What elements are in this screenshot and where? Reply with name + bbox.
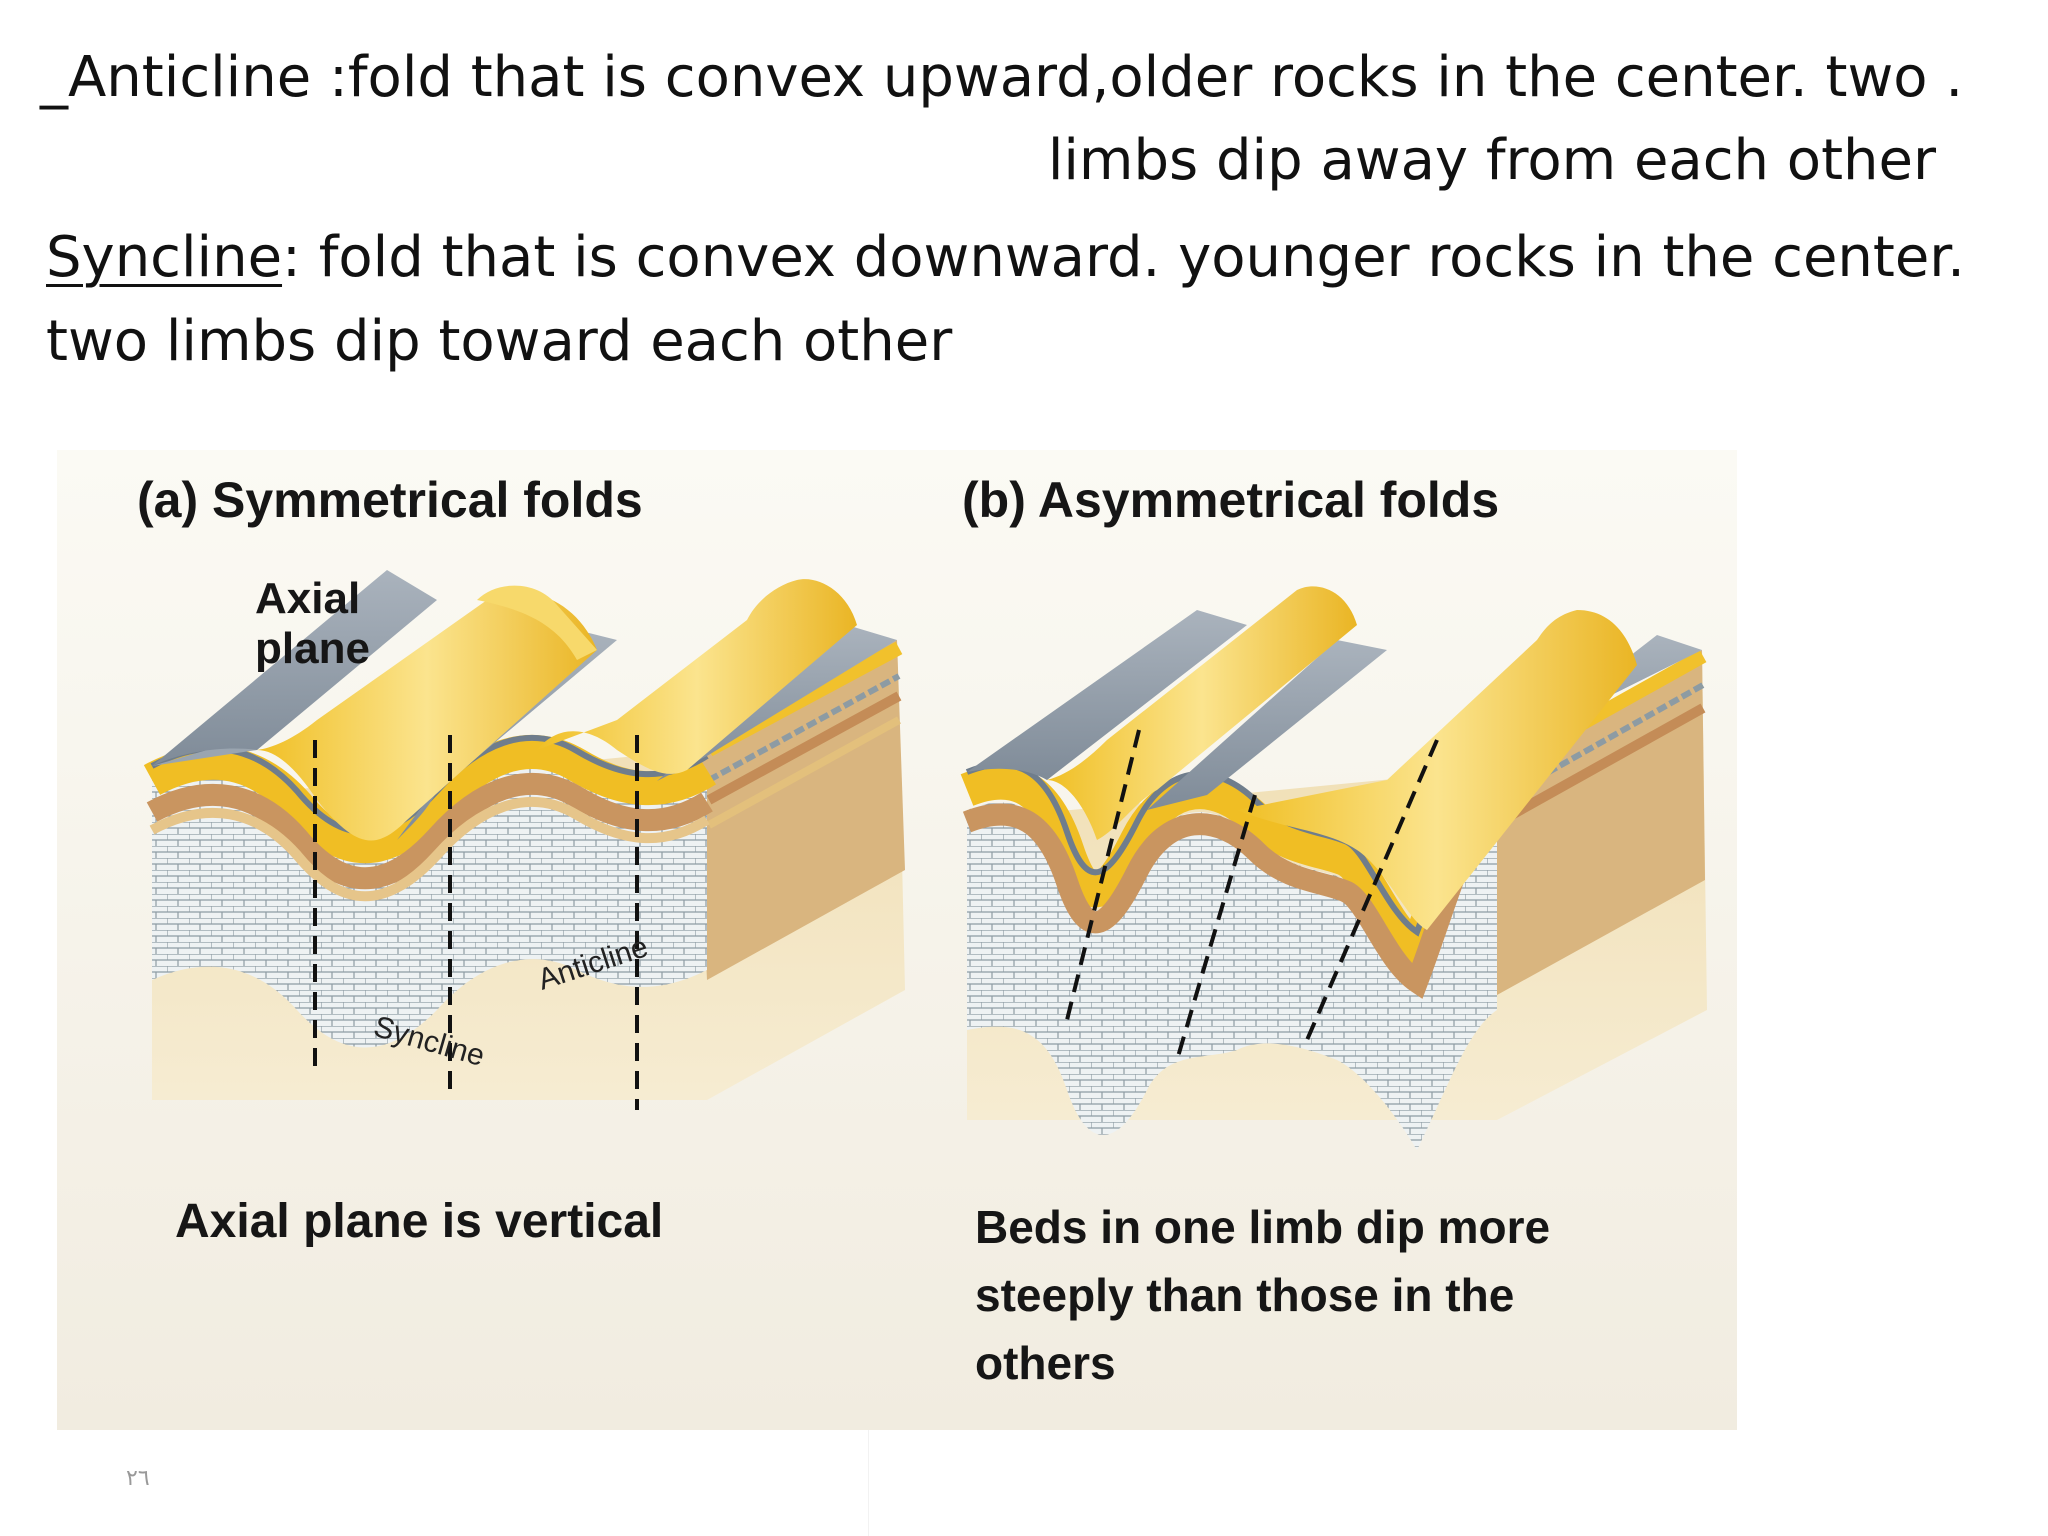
symmetrical-folds-block bbox=[143, 570, 905, 1110]
axial-plane-label-line-1: Axial bbox=[255, 574, 360, 623]
syncline-definition-line-2: two limbs dip toward each other bbox=[46, 309, 953, 374]
syncline-definition-text: : fold that is convex downward. younger … bbox=[282, 225, 1965, 290]
caption-asymmetrical-line-2: steeply than those in the bbox=[975, 1269, 1514, 1321]
page-number: ٢٦ bbox=[126, 1466, 150, 1491]
caption-asymmetrical-line-3: others bbox=[975, 1337, 1116, 1389]
page-divider bbox=[868, 1430, 869, 1536]
folds-diagram: (a) Symmetrical folds (b) Asymmetrical f… bbox=[57, 450, 1737, 1430]
syncline-term: Syncline bbox=[46, 225, 283, 290]
panel-b-title: (b) Asymmetrical folds bbox=[962, 472, 1499, 528]
asymmetrical-folds-block bbox=[960, 586, 1707, 1150]
panel-a-title: (a) Symmetrical folds bbox=[137, 472, 643, 528]
axial-plane-label-line-2: plane bbox=[255, 624, 370, 673]
anticline-definition-line-1: _Anticline :fold that is convex upward,o… bbox=[40, 50, 1963, 106]
anticline-definition-line-2: limbs dip away from each other bbox=[1047, 128, 1936, 193]
caption-asymmetrical-line-1: Beds in one limb dip more bbox=[975, 1201, 1550, 1253]
syncline-definition-line-1: Syncline: fold that is convex downward. … bbox=[46, 230, 1965, 286]
anticline-definition-text: Anticline :fold that is convex upward,ol… bbox=[68, 45, 1964, 110]
caption-symmetrical: Axial plane is vertical bbox=[175, 1195, 663, 1248]
anticline-bullet-mark: _ bbox=[40, 45, 68, 110]
